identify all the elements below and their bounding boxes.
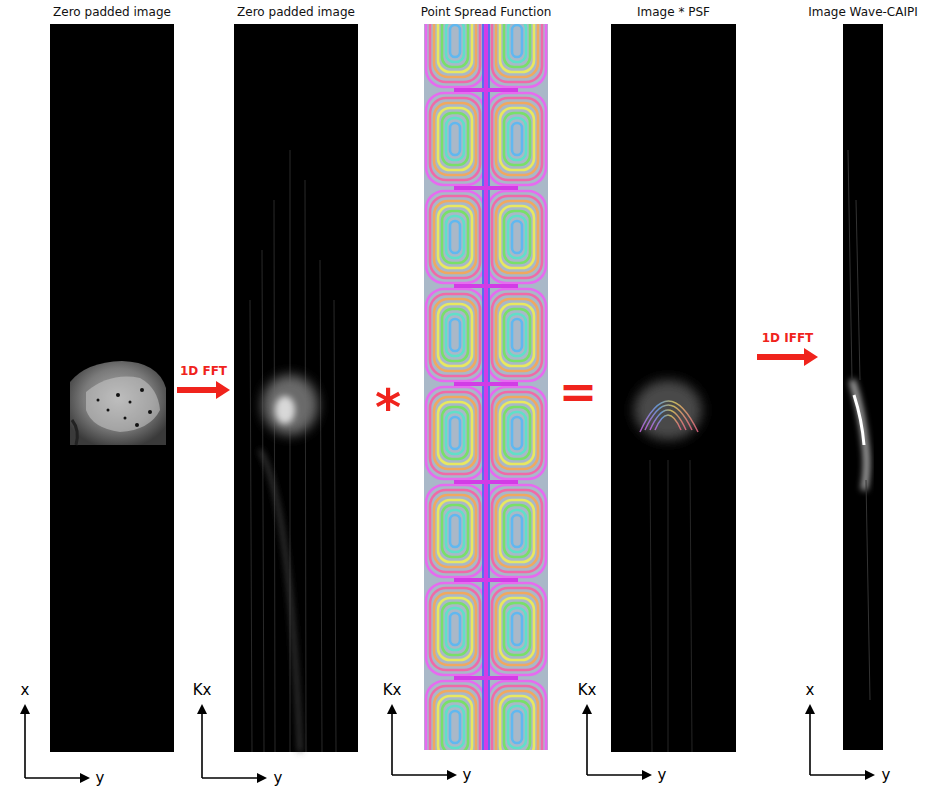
axis-label: y: [882, 768, 891, 783]
image-panel: Image Wave-CAIPI: [843, 24, 883, 750]
panel-title: Zero padded image: [53, 5, 171, 19]
operator-symbol: *: [375, 383, 401, 433]
product-panel: [611, 24, 736, 752]
image-panel: Zero padded image: [234, 24, 358, 752]
operator-symbol: =: [559, 369, 598, 415]
transform-arrow: [177, 381, 230, 399]
kspace-panel: [234, 24, 358, 752]
axis-label: y: [463, 768, 472, 783]
axis-label: y: [658, 768, 667, 783]
image-panel: Zero padded image: [50, 24, 174, 752]
panel-title: Image * PSF: [637, 5, 710, 19]
psf-panel: [424, 24, 548, 750]
transform-arrow: [757, 348, 818, 366]
image-panel: Image * PSF: [611, 24, 736, 752]
panel-title: Point Spread Function: [421, 5, 552, 19]
axis-arrows: [20, 704, 875, 783]
wave-caipi-panel: [843, 24, 883, 750]
axis-label: Kx: [383, 683, 402, 698]
axis-label: y: [96, 771, 105, 786]
axis-label: Kx: [193, 683, 212, 698]
axis-label: y: [274, 771, 283, 786]
axis-label: x: [806, 683, 815, 698]
image-panel: [50, 24, 174, 752]
edge-label: 1D IFFT: [761, 331, 815, 345]
edge-label: 1D FFT: [179, 364, 228, 378]
image-panel: Point Spread Function: [424, 24, 548, 750]
panel-title: Zero padded image: [237, 5, 355, 19]
panel-title: Image Wave-CAIPI: [808, 5, 918, 19]
axis-label: x: [21, 683, 30, 698]
axis-label: Kx: [578, 683, 597, 698]
